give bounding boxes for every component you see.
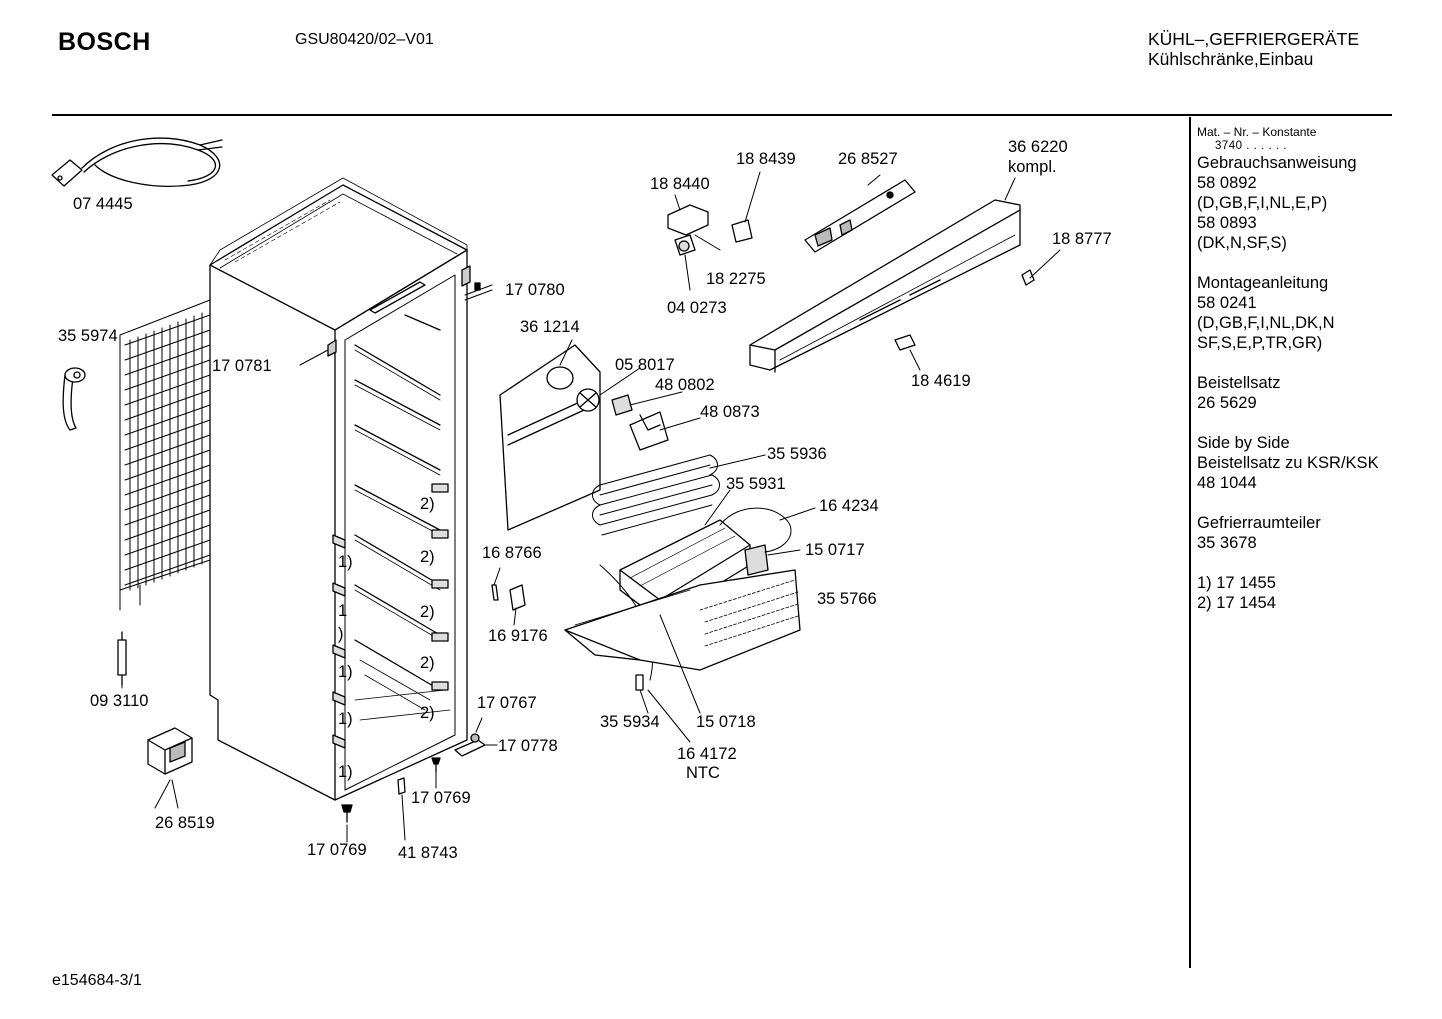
panel-divider (1189, 117, 1191, 968)
circuit-board-illustration (805, 180, 915, 252)
drawing-id: e154684-3/1 (52, 972, 142, 989)
footnote-mark: 1) (338, 710, 353, 728)
part-label: 17 0767 (477, 694, 537, 712)
category-heading: KÜHL–,GEFRIERGERÄTE Kühlschränke,Einbau (1148, 29, 1359, 69)
panel-line: Beistellsatz zu KSR/KSK (1197, 454, 1379, 472)
footnote-mark: 2) (420, 548, 435, 566)
panel-line: 58 0241 (1197, 294, 1257, 312)
panel-line: Gefrierraumteiler (1197, 514, 1321, 532)
part-label: 17 0769 (411, 789, 471, 807)
panel-group-assembly: Montageanleitung 58 0241 (D,GB,F,I,NL,DK… (1197, 273, 1379, 353)
evaporator-coil-illustration (593, 455, 720, 535)
footnote-mark: 2) (420, 495, 435, 513)
konstante-value: 3740 . . . . . . (1215, 140, 1287, 152)
footnote-mark: 2) (420, 603, 435, 621)
panel-line: 48 1044 (1197, 474, 1257, 492)
header-divider (52, 114, 1392, 116)
part-label: 16 4172 (677, 745, 737, 763)
category-line-1: KÜHL–,GEFRIERGERÄTE (1148, 29, 1360, 49)
footnote-mark: 2) (420, 704, 435, 722)
part-label: 26 8527 (838, 150, 898, 168)
part-label: 04 0273 (667, 299, 727, 317)
part-label: 15 0717 (805, 541, 865, 559)
model-number: GSU80420/02–V01 (295, 31, 434, 48)
part-label: 18 2275 (706, 270, 766, 288)
part-label: 36 6220 (1008, 138, 1068, 156)
part-label: 18 8440 (650, 175, 710, 193)
part-label: 18 8777 (1052, 230, 1112, 248)
panel-line: 1) 17 1455 (1197, 574, 1276, 592)
panel-line: 58 0892 (1197, 174, 1257, 192)
panel-group-manual: Gebrauchsanweisung 58 0892 (D,GB,F,I,NL,… (1197, 153, 1379, 253)
part-label: 16 8766 (482, 544, 542, 562)
part-label: 16 9176 (488, 627, 548, 645)
part-label: 17 0781 (212, 357, 272, 375)
panel-group-divider: Gefrierraumteiler 35 3678 (1197, 513, 1379, 553)
capillary-filter-illustration (118, 632, 126, 685)
part-label: kompl. (1008, 158, 1057, 176)
panel-line: (D,GB,F,I,NL,DK,N (1197, 314, 1335, 332)
part-label: 35 5934 (600, 713, 660, 731)
panel-group-side-by-side: Side by Side Beistellsatz zu KSR/KSK 48 … (1197, 433, 1379, 493)
part-label: 09 3110 (90, 692, 149, 710)
part-label: 35 5974 (58, 327, 118, 345)
control-panel-illustration (750, 200, 1034, 372)
panel-line: (DK,N,SF,S) (1197, 234, 1287, 252)
part-label: 18 4619 (911, 372, 971, 390)
panel-line: Beistellsatz (1197, 374, 1281, 392)
panel-line: 2) 17 1454 (1197, 594, 1276, 612)
part-label: 16 4234 (819, 497, 879, 515)
footnote-mark: 1) (338, 553, 353, 571)
refrigerator-cabinet (210, 178, 470, 800)
part-label: 35 5936 (767, 445, 827, 463)
category-line-2: Kühlschränke,Einbau (1148, 49, 1314, 69)
sensor-clip-illustration (492, 585, 525, 610)
part-label: 35 5931 (726, 475, 786, 493)
part-label: 05 8017 (615, 356, 675, 374)
part-label: 18 8439 (736, 150, 796, 168)
part-label: 07 4445 (73, 195, 133, 213)
part-label: NTC (686, 764, 720, 782)
panel-line: SF,S,E,P,TR,GR) (1197, 334, 1323, 352)
leader-lines (122, 172, 1060, 842)
brand-logo: BOSCH (58, 28, 151, 56)
mat-konstante-label: Mat. – Nr. – Konstante (1197, 125, 1317, 139)
footnote-mark: 1 (338, 602, 348, 620)
panel-line: Gebrauchsanweisung (1197, 154, 1357, 172)
part-label: 35 5766 (817, 590, 877, 608)
screw-illustration (342, 758, 440, 822)
part-label: 48 0873 (700, 403, 760, 421)
part-label: 17 0780 (505, 281, 565, 299)
panel-group-footnotes: 1) 17 1455 2) 17 1454 (1197, 573, 1379, 613)
condenser-grid (120, 300, 210, 610)
part-label: 15 0718 (696, 713, 756, 731)
power-cord-illustration (52, 138, 222, 186)
footnote-mark: 1) (338, 663, 353, 681)
part-label: 17 0769 (307, 841, 367, 859)
side-panel: Mat. – Nr. – Konstante 3740 . . . . . . … (1197, 125, 1379, 613)
lamp-switch-illustration (668, 205, 752, 255)
drain-hose-illustration (63, 368, 85, 430)
freezer-drawer-illustration (565, 570, 800, 670)
part-label: 41 8743 (398, 844, 458, 862)
footnote-mark: ) (338, 625, 344, 643)
panel-line: Montageanleitung (1197, 274, 1329, 292)
panel-line: 58 0893 (1197, 214, 1257, 232)
footnote-mark: 1) (338, 763, 353, 781)
panel-group-beistellsatz: Beistellsatz 26 5629 (1197, 373, 1379, 413)
part-label: 26 8519 (155, 814, 215, 832)
part-label: 17 0778 (498, 737, 558, 755)
part-label: 48 0802 (655, 376, 715, 394)
panel-line: 35 3678 (1197, 534, 1257, 552)
evaporator-cover-illustration (500, 345, 668, 530)
panel-line: 26 5629 (1197, 394, 1257, 412)
panel-line: (D,GB,F,I,NL,E,P) (1197, 194, 1328, 212)
part-label: 36 1214 (520, 318, 580, 336)
hinge-part-illustration (455, 283, 485, 756)
footnote-mark: 2) (420, 654, 435, 672)
panel-line: Side by Side (1197, 434, 1290, 452)
compressor-relay-illustration (148, 728, 192, 774)
